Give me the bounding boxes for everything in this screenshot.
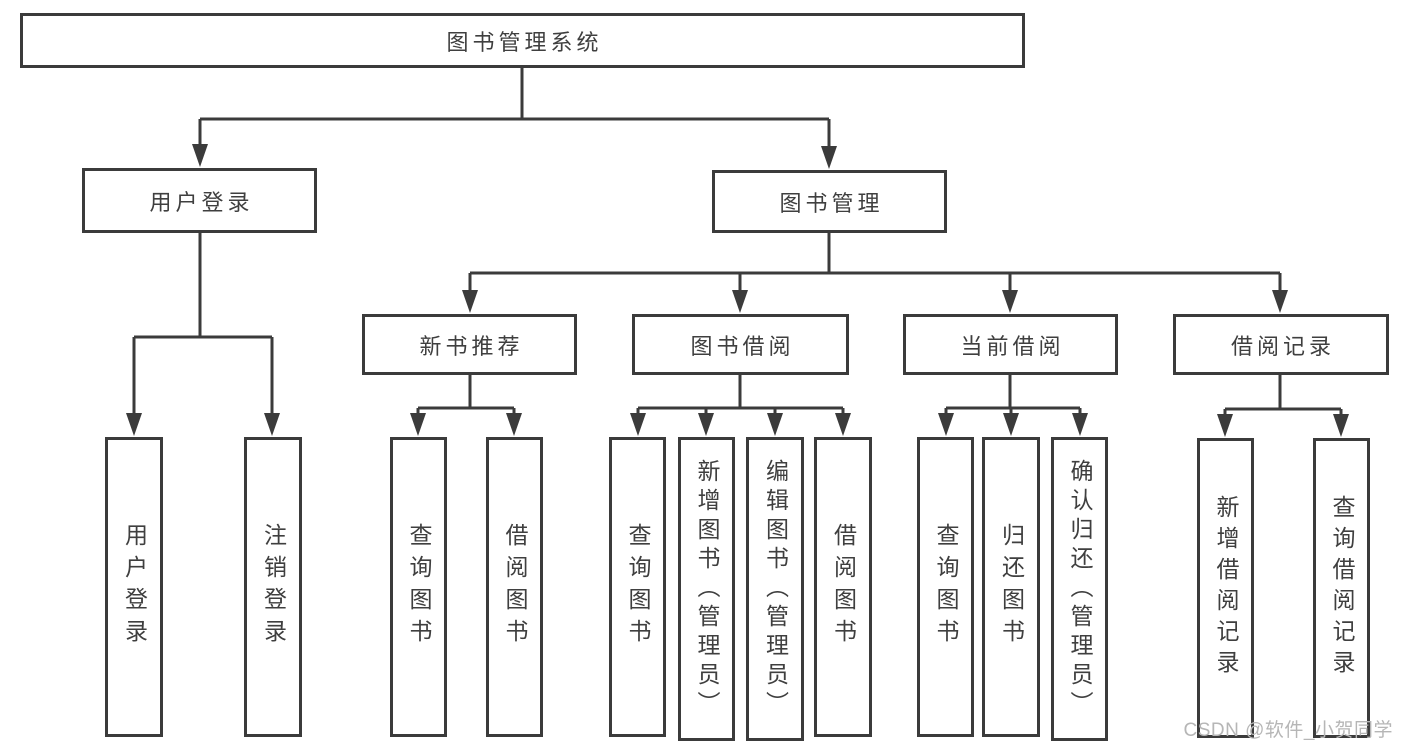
leaf-label: 查询图书: [625, 523, 651, 651]
leaf-label: 注销登录: [260, 523, 287, 651]
wire-borrow-leaves: [636, 374, 845, 419]
node-leaf-confirm-return-admin: 确认归还（管理员）: [1051, 437, 1108, 741]
node-leaf-borrow-book-2: 借阅图书: [814, 437, 872, 737]
node-leaf-user-login: 用户登录: [105, 437, 163, 737]
node-leaf-borrow-book-1: 借阅图书: [486, 437, 543, 737]
leaf-label: 用户登录: [121, 523, 148, 651]
node-borrow-record: 借阅记录: [1173, 314, 1389, 375]
node-current-borrow: 当前借阅: [903, 314, 1118, 375]
wire-root-level2: [198, 68, 831, 152]
wire-book-mgmt-level3: [468, 233, 1282, 296]
node-new-book-recommend: 新书推荐: [362, 314, 577, 375]
leaf-label: 新增图书（管理员）: [694, 458, 720, 720]
leaf-label: 借阅图书: [502, 523, 528, 651]
leaf-label: 借阅图书: [830, 523, 857, 651]
node-leaf-logout: 注销登录: [244, 437, 302, 737]
leaf-label: 归还图书: [998, 523, 1025, 651]
leaf-label: 查询图书: [933, 523, 959, 651]
leaf-label: 查询借阅记录: [1329, 495, 1355, 681]
node-user-login: 用户登录: [82, 168, 317, 233]
leaf-label: 新增借阅记录: [1213, 495, 1239, 681]
leaf-label: 确认归还（管理员）: [1067, 458, 1093, 720]
arrowheads: [126, 144, 1349, 437]
node-leaf-query-book-3: 查询图书: [917, 437, 974, 737]
node-book-management: 图书管理: [712, 170, 947, 233]
wire-record-leaves: [1223, 374, 1343, 420]
wire-current-leaves: [944, 374, 1082, 419]
node-leaf-query-borrow-record: 查询借阅记录: [1313, 438, 1370, 738]
node-leaf-query-book-2: 查询图书: [609, 437, 666, 737]
leaf-label: 查询图书: [406, 523, 432, 651]
wire-recommend-leaves: [416, 374, 516, 419]
node-leaf-return-book: 归还图书: [982, 437, 1040, 737]
wire-user-login-leaves: [132, 233, 274, 419]
node-root: 图书管理系统: [20, 13, 1025, 68]
node-book-borrow: 图书借阅: [632, 314, 849, 375]
node-leaf-edit-book-admin: 编辑图书（管理员）: [746, 437, 804, 741]
node-leaf-add-borrow-record: 新增借阅记录: [1197, 438, 1254, 738]
node-leaf-query-book-1: 查询图书: [390, 437, 447, 737]
node-leaf-add-book-admin: 新增图书（管理员）: [678, 437, 735, 741]
csdn-watermark: CSDN @软件_小贺同学: [1183, 720, 1393, 741]
leaf-label: 编辑图书（管理员）: [762, 458, 789, 720]
